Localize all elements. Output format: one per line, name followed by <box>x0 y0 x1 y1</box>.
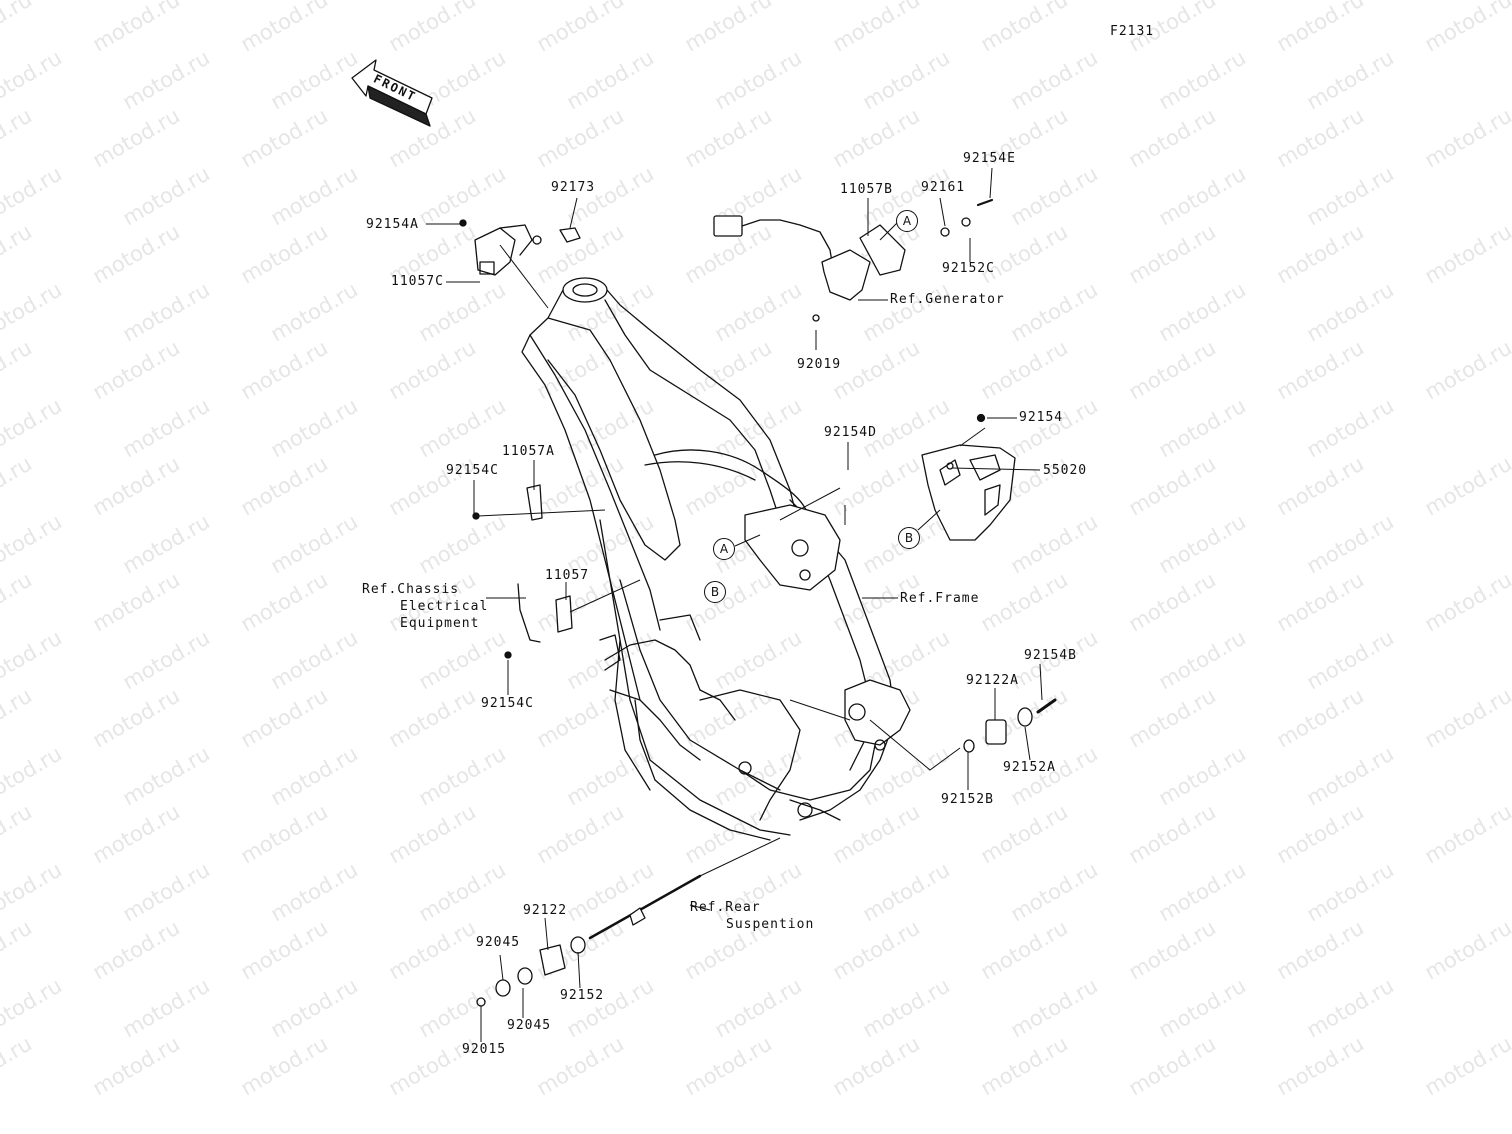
bracket-11057-icon <box>504 583 573 659</box>
ref-chassis-line1[interactable]: Ref.Chassis <box>362 582 460 597</box>
part-label-55020[interactable]: 55020 <box>1043 463 1088 478</box>
callout-a-generator: A <box>896 210 918 232</box>
part-label-92045-bottom[interactable]: 92045 <box>507 1018 552 1033</box>
ref-chassis-line2[interactable]: Electrical <box>400 599 489 614</box>
main-frame-outline <box>521 277 911 841</box>
part-label-92154e[interactable]: 92154E <box>963 151 1016 166</box>
part-label-92154d[interactable]: 92154D <box>824 425 877 440</box>
figure-code: F2131 <box>1110 24 1155 39</box>
cover-55020-icon <box>921 413 1016 541</box>
front-arrow-icon <box>351 59 433 127</box>
ref-generator-label[interactable]: Ref.Generator <box>890 292 1005 307</box>
ref-frame-label[interactable]: Ref.Frame <box>900 591 980 606</box>
part-label-92154c-bottom[interactable]: 92154C <box>481 696 534 711</box>
part-label-92154a[interactable]: 92154A <box>366 217 419 232</box>
clamp-92173-icon <box>559 227 581 243</box>
shaft-rear-icon <box>476 874 702 1007</box>
part-label-92019[interactable]: 92019 <box>797 357 842 372</box>
part-label-92152a[interactable]: 92152A <box>1003 760 1056 775</box>
part-label-92173[interactable]: 92173 <box>551 180 596 195</box>
callout-b-frame: B <box>704 581 726 603</box>
bracket-11057a-icon <box>472 484 543 521</box>
callout-a-frame: A <box>713 538 735 560</box>
bolt-92154b-icon <box>963 698 1057 753</box>
part-label-92154c-top[interactable]: 92154C <box>446 463 499 478</box>
bracket-11057c-icon <box>459 219 542 276</box>
part-label-11057a[interactable]: 11057A <box>502 444 555 459</box>
ref-rear-line1[interactable]: Ref.Rear <box>690 900 761 915</box>
callout-b-cover: B <box>898 527 920 549</box>
sensor-11057b-icon <box>713 198 994 322</box>
part-label-92152[interactable]: 92152 <box>560 988 605 1003</box>
part-label-92045-top[interactable]: 92045 <box>476 935 521 950</box>
leader-lines <box>426 167 1043 1042</box>
part-label-11057[interactable]: 11057 <box>545 568 590 583</box>
part-label-11057b[interactable]: 11057B <box>840 182 893 197</box>
part-label-92154[interactable]: 92154 <box>1019 410 1064 425</box>
part-label-92152b[interactable]: 92152B <box>941 792 994 807</box>
part-label-92161[interactable]: 92161 <box>921 180 966 195</box>
part-label-92122a[interactable]: 92122A <box>966 673 1019 688</box>
ref-chassis-line3[interactable]: Equipment <box>400 616 480 631</box>
part-label-92154b[interactable]: 92154B <box>1024 648 1077 663</box>
part-label-11057c[interactable]: 11057C <box>391 274 444 289</box>
ref-rear-line2[interactable]: Suspention <box>726 917 815 932</box>
part-label-92152c[interactable]: 92152C <box>942 261 995 276</box>
part-label-92122[interactable]: 92122 <box>523 903 568 918</box>
part-label-92015[interactable]: 92015 <box>462 1042 507 1057</box>
